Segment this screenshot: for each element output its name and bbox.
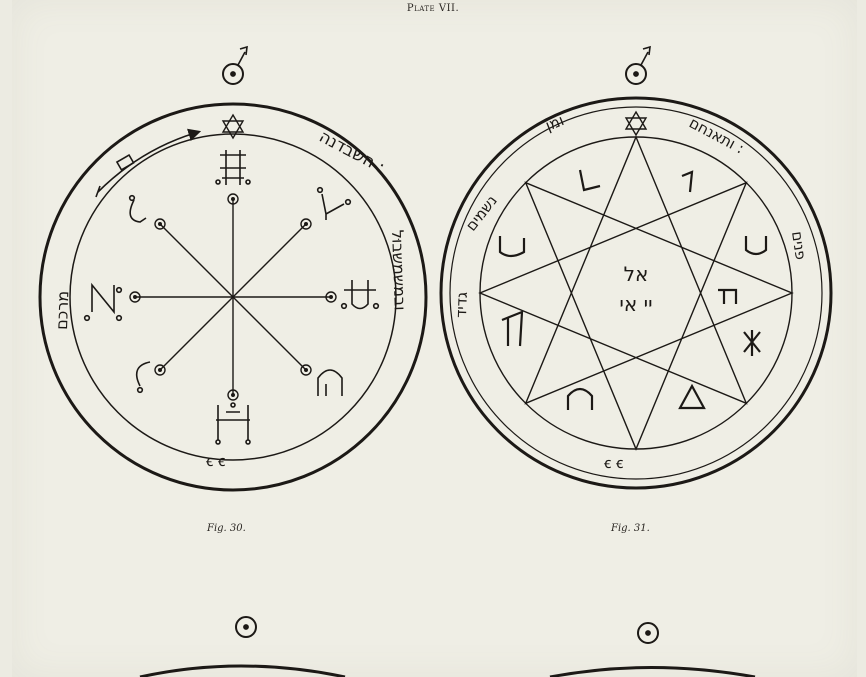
center-text-line2: יי אי <box>619 292 652 316</box>
rim-text-right: ובמשמשבוּל <box>388 229 410 310</box>
star-glyphs <box>500 170 766 410</box>
figure-30-caption: Fig. 30. <box>207 523 246 534</box>
rim-text-left: גדיד <box>452 292 471 319</box>
rim-text-bottom: ꞓ ꞓ <box>604 454 623 472</box>
center-text-line1: אל <box>624 262 649 286</box>
pentacle-figure-30 <box>40 47 426 490</box>
rim-text-left: מרכם <box>52 291 72 331</box>
figure-31-caption: Fig. 31. <box>611 523 650 534</box>
rim-text-top: השבדנה : <box>316 127 388 178</box>
rim-text-top: ומן <box>543 111 567 135</box>
rim-text-top-right: ותאנחם : <box>686 114 747 158</box>
rim-text-right: פנים <box>788 230 810 261</box>
mars-sun-symbol-icon <box>223 47 247 84</box>
next-figures-partial <box>140 617 755 677</box>
rim-text-bottom: ꞓ ꞓ <box>206 452 225 470</box>
mars-sun-symbol-icon <box>626 47 650 84</box>
hexagram-icon <box>626 112 646 135</box>
